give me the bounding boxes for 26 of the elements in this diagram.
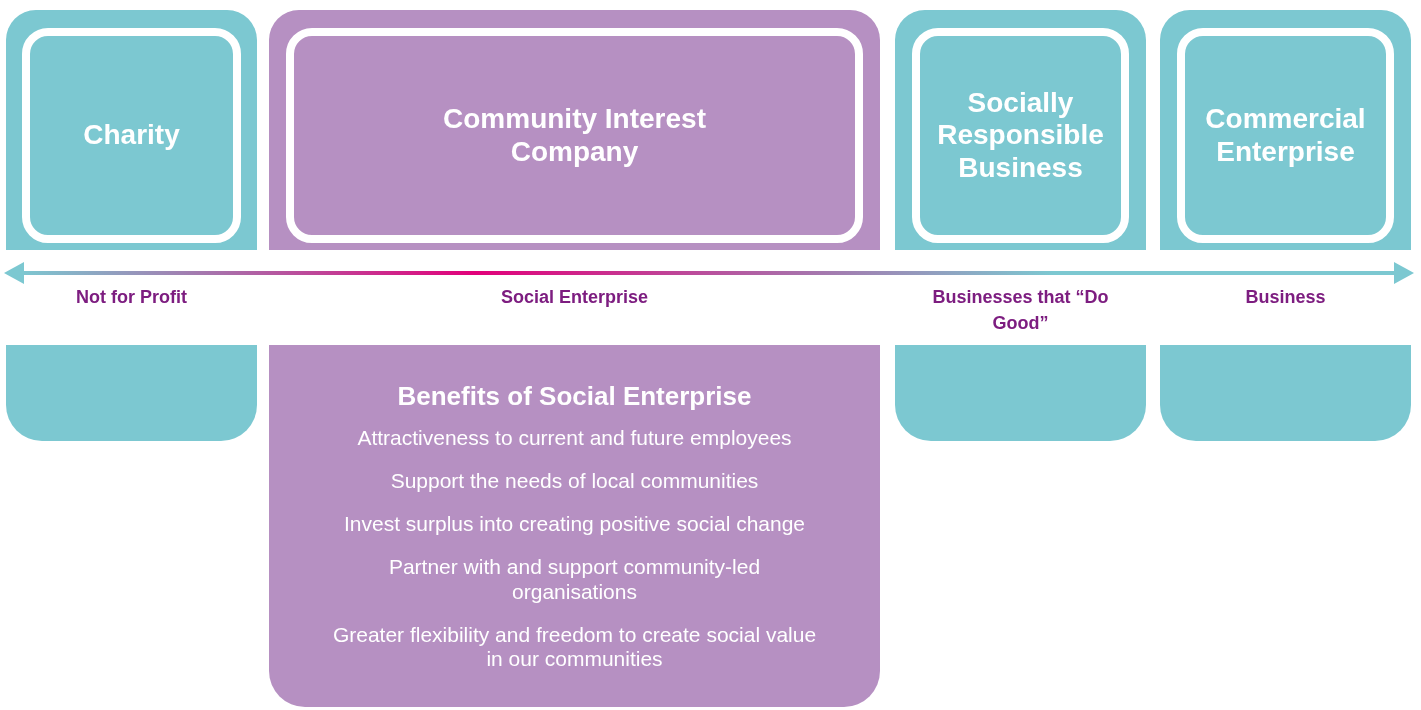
column-panel: [895, 10, 1146, 250]
category-title: Socially Responsible Business: [936, 87, 1105, 184]
column-panel: [269, 10, 880, 250]
panel-heading: Benefits of Social Enterprise: [397, 381, 752, 412]
column-panel: [6, 345, 257, 441]
category-box: [1177, 28, 1394, 243]
column-panel: [895, 345, 1146, 441]
benefit-text: Greater flexibility and freedom to create social value in our communities: [331, 622, 818, 671]
column-panel: [1160, 345, 1411, 441]
column-panel: [6, 10, 257, 250]
benefit-text: Attractiveness to current and future employees: [356, 426, 793, 451]
axis-label: Business: [1244, 286, 1327, 309]
benefit-text: Support the needs of local communities: [389, 469, 760, 494]
category-box: [286, 28, 863, 243]
axis-label: Businesses that “Do Good”: [931, 286, 1110, 336]
benefits-panel: [269, 345, 880, 707]
axis-label: Social Enterprise: [499, 286, 650, 309]
category-box: [22, 28, 241, 243]
column-panel: [1160, 10, 1411, 250]
category-box: [912, 28, 1129, 243]
category-title: Commercial Enterprise: [1204, 103, 1367, 168]
axis-label: Not for Profit: [75, 286, 188, 309]
category-title: Charity: [82, 119, 181, 152]
category-title: Community Interest Company: [442, 103, 707, 168]
benefit-text: Invest surplus into creating positive social change: [342, 512, 807, 537]
benefit-text: Partner with and support community-led organisations: [387, 555, 762, 604]
